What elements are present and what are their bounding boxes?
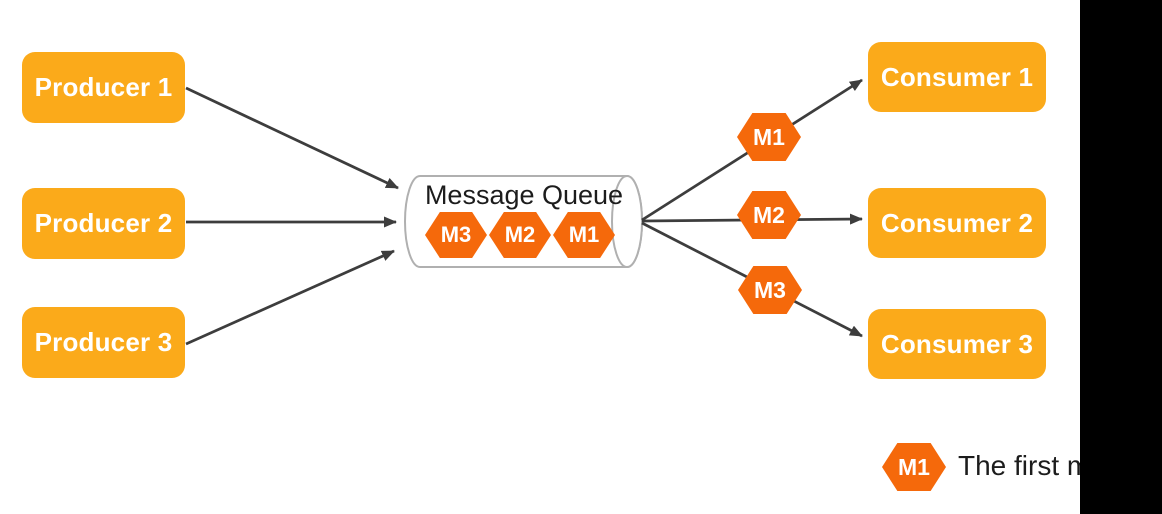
producer-1-label: Producer 1 xyxy=(34,72,173,102)
legend-badge-label: M1 xyxy=(898,453,930,480)
queue-message-m3-label: M3 xyxy=(440,222,472,247)
transit-message-m1: M1 xyxy=(737,113,801,161)
producer-3-node: Producer 3 xyxy=(22,307,185,378)
consumer-2-node: Consumer 2 xyxy=(868,188,1046,258)
queue-message-m2-label: M2 xyxy=(504,222,536,247)
producer-3-label: Producer 3 xyxy=(34,327,173,357)
queue-message-m3: M3 xyxy=(425,212,487,258)
consumer-1-node: Consumer 1 xyxy=(868,42,1046,112)
arrow-producer3-queue xyxy=(185,249,395,346)
queue-message-m1: M1 xyxy=(553,212,615,258)
message-queue-title: Message Queue xyxy=(424,179,624,210)
transit-message-m2-label: M2 xyxy=(753,201,785,228)
transit-message-m2: M2 xyxy=(737,191,801,239)
consumer-2-label: Consumer 2 xyxy=(880,207,1034,238)
transit-message-m1-label: M1 xyxy=(753,123,785,150)
right-black-band xyxy=(1080,0,1162,514)
queue-message-m2: M2 xyxy=(489,212,551,258)
producer-2-label: Producer 2 xyxy=(34,208,173,238)
producer-1-node: Producer 1 xyxy=(22,52,185,123)
producer-2-node: Producer 2 xyxy=(22,188,185,259)
queue-message-m1-label: M1 xyxy=(568,222,600,247)
legend-message-icon: M1 xyxy=(882,443,946,491)
cylinder-cap xyxy=(611,175,643,268)
consumer-3-node: Consumer 3 xyxy=(868,309,1046,379)
transit-message-m3-label: M3 xyxy=(754,276,786,303)
consumer-1-label: Consumer 1 xyxy=(880,61,1034,92)
arrow-producer1-queue xyxy=(185,86,399,190)
transit-message-m3: M3 xyxy=(738,266,802,314)
consumer-3-label: Consumer 3 xyxy=(880,328,1034,359)
